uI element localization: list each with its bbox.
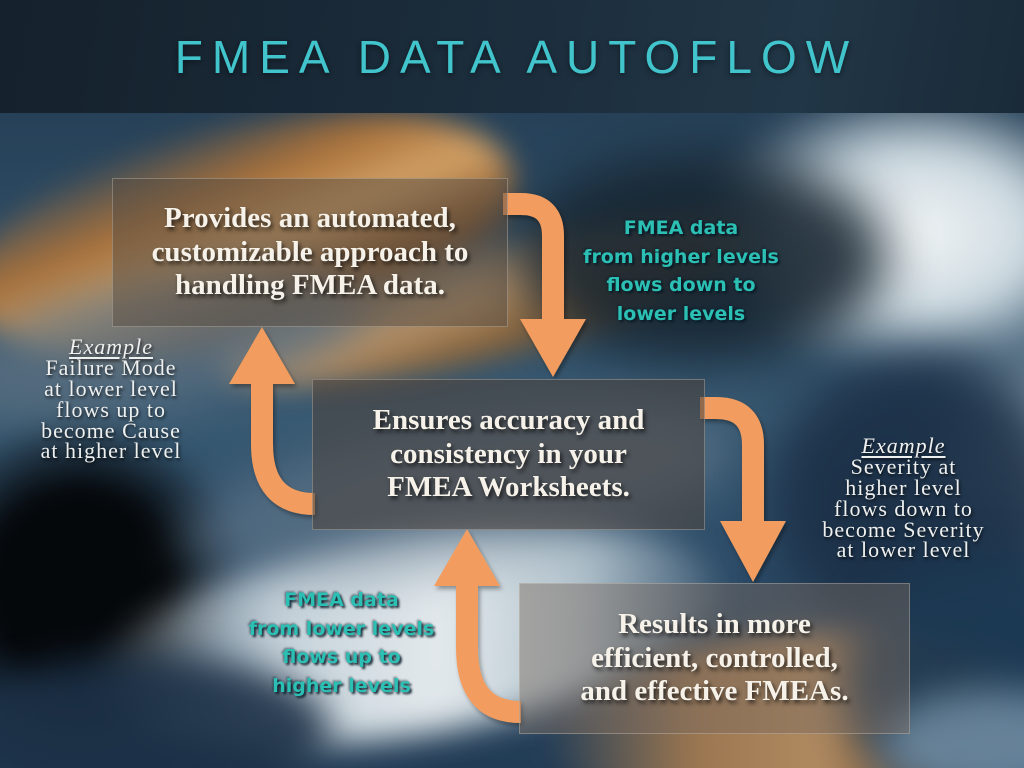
info-box-text-line: handling FMEA data. — [175, 269, 445, 302]
flow-label-lower-to-higher: FMEA data from lower levels flows up to … — [224, 586, 459, 700]
example-text-line: at lower level — [44, 375, 178, 401]
info-box-text-line: efficient, controlled, — [591, 641, 838, 674]
header-band: FMEA DATA AUTOFLOW — [0, 0, 1024, 113]
flow-label-line: FMEA data — [623, 217, 739, 239]
example-text-line: higher level — [845, 474, 962, 500]
info-box-text-line: consistency in your — [390, 437, 627, 470]
info-box-text-line: Results in more — [618, 608, 811, 641]
flow-label-higher-to-lower: FMEA data from higher levels flows down … — [556, 214, 806, 328]
flow-label-line: flows down to — [606, 274, 756, 296]
example-left: Example Failure Mode at lower level flow… — [16, 334, 206, 464]
info-box-results: Results in more efficient, controlled, a… — [519, 583, 910, 734]
example-text-line: Failure Mode — [45, 354, 177, 380]
flow-label-line: flows up to — [282, 646, 401, 668]
example-text-line: Severity at — [850, 453, 957, 479]
info-box-text-line: Provides an automated, — [164, 202, 456, 235]
flow-label-line: lower levels — [616, 302, 746, 325]
example-text-line: become Severity — [822, 516, 985, 542]
example-heading: Example — [796, 433, 1011, 458]
info-box-provides: Provides an automated, customizable appr… — [112, 178, 508, 327]
example-text-line: become Cause — [41, 417, 181, 443]
info-box-text-line: customizable approach to — [151, 235, 469, 268]
example-right: Example Severity at higher level flows d… — [796, 433, 1011, 563]
flow-label-line: from higher levels — [583, 245, 779, 268]
info-box-ensures: Ensures accuracy and consistency in your… — [312, 379, 705, 530]
page-title: FMEA DATA AUTOFLOW — [174, 30, 859, 83]
example-text-line: at higher level — [40, 438, 182, 464]
info-box-text-line: and effective FMEAs. — [580, 675, 849, 708]
example-heading-text: Example — [861, 433, 946, 458]
example-text-line: at lower level — [836, 537, 971, 563]
example-heading-text: Example — [69, 334, 153, 359]
example-text-line: flows up to — [56, 396, 166, 422]
flow-label-line: FMEA data — [284, 589, 399, 611]
example-text-line: flows down to — [834, 495, 973, 521]
flow-label-line: from lower levels — [248, 617, 435, 640]
info-box-text-line: Ensures accuracy and — [372, 404, 645, 437]
flow-label-line: higher levels — [272, 674, 411, 697]
info-box-text-line: FMEA Worksheets. — [387, 471, 630, 504]
example-heading: Example — [16, 334, 206, 359]
